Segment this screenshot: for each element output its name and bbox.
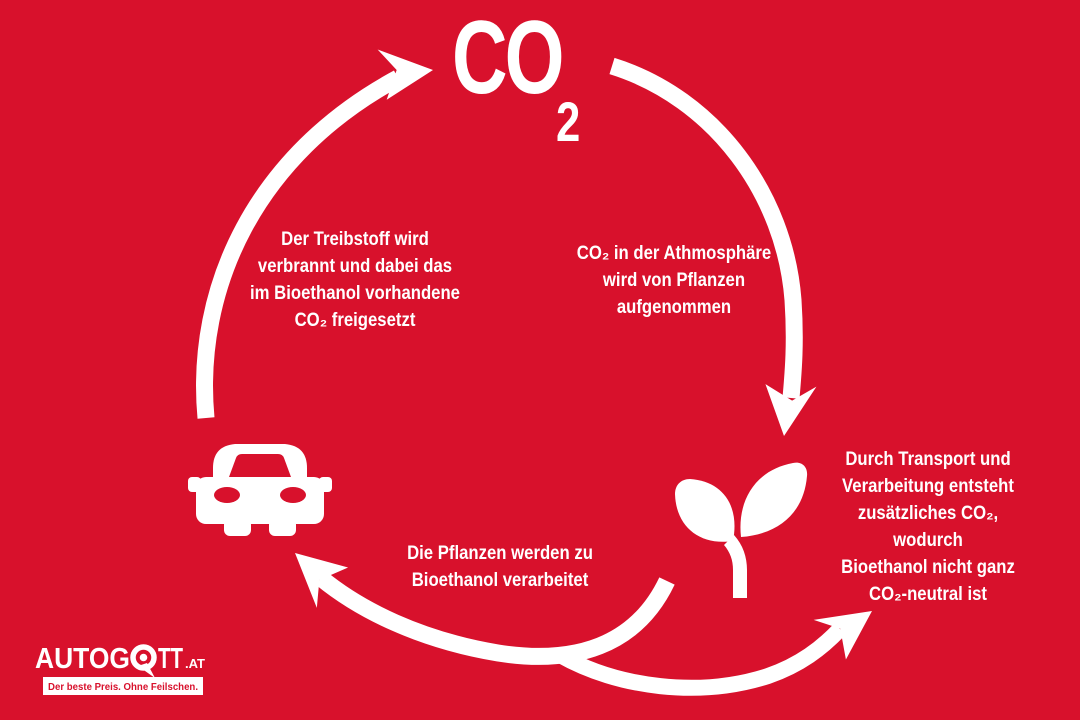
car-icon	[188, 444, 332, 536]
logo-brand-tld: .AT	[185, 656, 205, 671]
autogott-logo: AUTOG TT .AT Der beste Preis. Ohne Feils…	[35, 643, 205, 695]
co2-headline-subscript: 2	[556, 90, 581, 153]
logo-tagline: Der beste Preis. Ohne Feilschen.	[48, 681, 198, 693]
note-combustion: Der Treibstoff wird verbrannt und dabei …	[250, 229, 460, 331]
note-processing: Die Pflanzen werden zu Bioethanol verarb…	[407, 543, 593, 591]
arrow-extra-co2-icon	[556, 611, 872, 696]
logo-eye-o-icon	[130, 644, 157, 678]
co2-headline-main: CO	[452, 0, 564, 116]
co2-headline: CO 2	[452, 0, 600, 150]
arrow-plant-to-car-icon	[295, 553, 675, 665]
note-transport-extra-co2: Durch Transport und Verarbeitung entsteh…	[841, 449, 1015, 605]
logo-brand-right: TT	[158, 643, 183, 675]
note-absorption: CO₂ in der Athmosphäre wird von Pflanzen…	[576, 243, 772, 318]
sprout-icon	[675, 462, 808, 598]
logo-brand-left: AUTOG	[35, 643, 130, 675]
arrow-car-to-co2-icon	[196, 49, 433, 419]
arrow-co2-to-plant-icon	[609, 57, 817, 436]
logo-tagline-box	[43, 677, 203, 695]
